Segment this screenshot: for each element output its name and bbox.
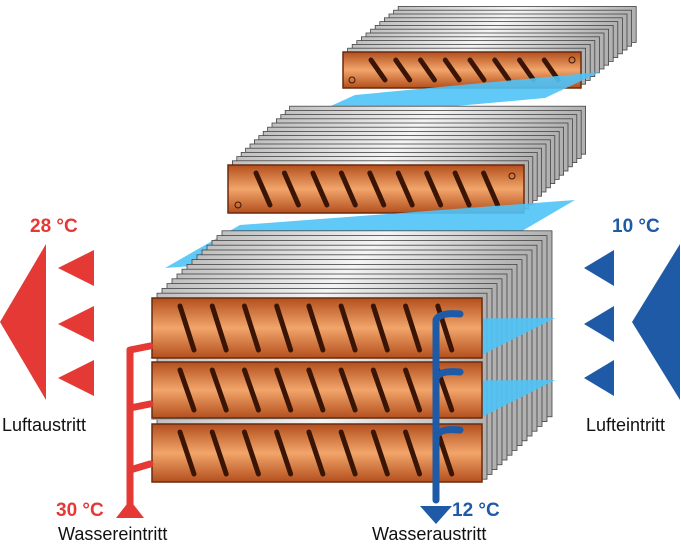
- tube-slot: [274, 303, 294, 353]
- small-air-arrow: [584, 360, 614, 396]
- tube-slot: [442, 57, 462, 83]
- air-outlet-arrows: [0, 244, 94, 400]
- small-air-arrow: [58, 250, 94, 286]
- tube-slot: [306, 429, 326, 477]
- top-coil-stack: [300, 6, 637, 120]
- tube-slot: [424, 170, 444, 208]
- air-outlet-temperature: 28 °C: [30, 216, 78, 237]
- tube-slot: [368, 57, 388, 83]
- water-inlet-manifold: [116, 342, 154, 518]
- bottom-coil-block: [150, 230, 555, 483]
- tube-slot: [517, 57, 536, 83]
- water-outlet-temperature: 12 °C: [452, 500, 500, 521]
- middle-coil-stack: [165, 105, 587, 268]
- warm-pipe: [126, 342, 154, 512]
- tube-slot: [281, 170, 301, 208]
- tube-slot: [435, 429, 455, 477]
- tube-slot: [338, 170, 358, 208]
- tube-slot: [370, 367, 390, 413]
- water-outlet-arrow: [420, 506, 452, 524]
- tube-slot: [177, 367, 197, 413]
- tube-slot: [467, 57, 487, 83]
- water-inlet-arrow: [116, 500, 144, 518]
- tube-slot: [274, 429, 294, 477]
- plate-hole: [234, 201, 242, 209]
- small-air-arrow: [584, 306, 614, 342]
- tube-slot: [177, 303, 197, 353]
- air-inlet-label: Lufteintritt: [586, 415, 666, 435]
- water-outlet-label: Wasseraustritt: [372, 524, 487, 544]
- big-air-arrow: [0, 244, 46, 400]
- small-air-arrow: [58, 306, 94, 342]
- air-inlet-temperature: 10 °C: [612, 216, 660, 237]
- tube-slot: [338, 429, 358, 477]
- tube-slot: [253, 170, 273, 208]
- tube-slot: [393, 57, 413, 83]
- tube-slot: [177, 429, 197, 477]
- tube-slot: [403, 303, 423, 353]
- tube-slot: [481, 170, 501, 208]
- tube-slot: [452, 170, 472, 208]
- air-outlet-label: Luftaustritt: [2, 415, 87, 435]
- tube-slot: [370, 303, 390, 353]
- air-inlet-arrows: [584, 244, 680, 400]
- water-outlet-manifold: [420, 310, 464, 524]
- tube-slot: [370, 429, 390, 477]
- small-air-arrow: [584, 250, 614, 286]
- tube-slot: [395, 170, 415, 208]
- tube-slot: [209, 303, 229, 353]
- tube-slot: [310, 170, 330, 208]
- tube-slot: [241, 303, 261, 353]
- plate-hole: [508, 172, 516, 180]
- plate-hole: [568, 56, 576, 64]
- tube-slot: [241, 367, 261, 413]
- small-air-arrow: [58, 360, 94, 396]
- tube-slot: [338, 303, 358, 353]
- big-air-arrow: [632, 244, 680, 400]
- tube-slot: [403, 367, 423, 413]
- tube-slot: [306, 367, 326, 413]
- tube-slot: [492, 57, 512, 83]
- water-inlet-label: Wassereintritt: [58, 524, 168, 544]
- plate-hole: [348, 76, 356, 84]
- tube-slot: [274, 367, 294, 413]
- tube-slot: [418, 57, 437, 83]
- water-inlet-temperature: 30 °C: [56, 500, 104, 521]
- cold-pipe: [432, 310, 464, 504]
- tube-slot: [209, 367, 229, 413]
- tube-slot: [403, 429, 423, 477]
- tube-slot: [241, 429, 261, 477]
- tube-slot: [306, 303, 326, 353]
- tube-slot: [338, 367, 358, 413]
- tube-slot: [209, 429, 229, 477]
- tube-slot: [367, 170, 387, 208]
